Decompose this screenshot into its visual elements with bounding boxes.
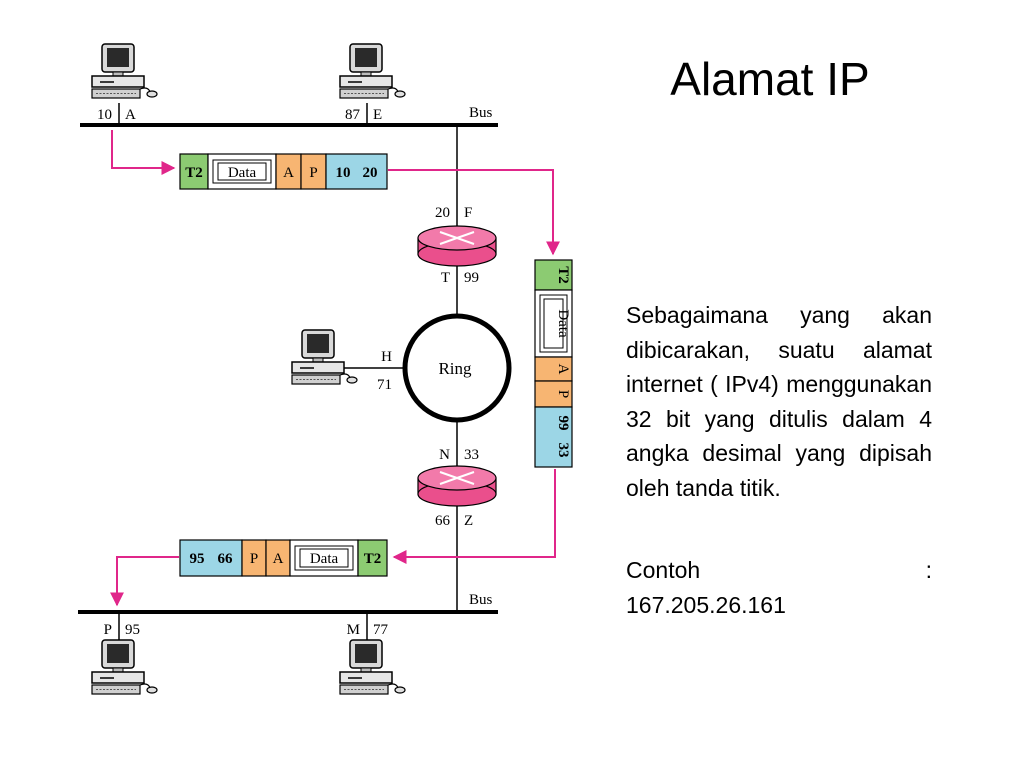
top-bus-label: Bus bbox=[469, 105, 493, 121]
ring-network bbox=[402, 313, 512, 423]
host-m-name: M bbox=[347, 622, 360, 638]
packet-last-p-label: P bbox=[250, 551, 258, 567]
packet-ring-dst-label: 99 bbox=[555, 416, 571, 431]
packet-first: T2 Data A P 10 20 bbox=[179, 153, 388, 190]
router-bottom-upper-address: 33 bbox=[464, 447, 479, 463]
packet-last-a-label: A bbox=[273, 551, 284, 567]
flow-arrow-packet-to-host bbox=[110, 556, 179, 607]
example-separator: : bbox=[925, 557, 932, 583]
computer-h-icon bbox=[291, 329, 358, 385]
host-a-name: A bbox=[125, 107, 136, 123]
host-e-name: E bbox=[373, 107, 382, 123]
packet-first-dst-label: 10 bbox=[336, 165, 351, 181]
router-top-lower-address: 99 bbox=[464, 270, 479, 286]
description-paragraph: Sebagaimana yang akan dibicarakan, suatu… bbox=[626, 302, 932, 501]
example-block: Contoh : 167.205.26.161 bbox=[626, 553, 932, 622]
router-bottom-lower-address: 66 bbox=[435, 513, 451, 529]
packet-last-addresses bbox=[179, 539, 243, 577]
packet-ring-header-a bbox=[534, 356, 573, 382]
flow-arrow-packet-to-ring bbox=[388, 169, 560, 256]
router-top-upper-address: 20 bbox=[435, 205, 450, 221]
router-top-lower-name: T bbox=[441, 270, 450, 286]
example-label: Contoh bbox=[626, 557, 701, 583]
computer-e-icon bbox=[339, 43, 406, 99]
host-h-name: H bbox=[381, 349, 392, 365]
host-m-address: 77 bbox=[373, 622, 389, 638]
packet-first-p-label: P bbox=[309, 165, 317, 181]
host-p-address: 95 bbox=[125, 622, 140, 638]
network-diagram: Ring 10 A 87 E Bus 20 F T 99 H 71 N 33 6… bbox=[78, 43, 573, 695]
packet-ring-trailer-label: T2 bbox=[555, 266, 571, 284]
ring-label: Ring bbox=[438, 359, 472, 378]
packet-last-header-a bbox=[265, 539, 291, 577]
packet-first-src-label: 20 bbox=[363, 165, 378, 181]
computer-a-icon bbox=[91, 43, 158, 99]
packet-ring-header-p bbox=[534, 380, 573, 408]
packet-last-data-label: Data bbox=[310, 551, 339, 567]
router-bottom-upper-name: N bbox=[439, 447, 450, 463]
packet-first-header-p bbox=[300, 153, 327, 190]
example-value: 167.205.26.161 bbox=[626, 591, 786, 618]
computer-m-icon bbox=[339, 639, 406, 695]
packet-first-addresses bbox=[325, 153, 388, 190]
packet-ring-addresses bbox=[534, 406, 573, 468]
host-h-address: 71 bbox=[377, 377, 392, 393]
packet-first-data-label: Data bbox=[228, 165, 257, 181]
packet-last-dst-label: 95 bbox=[190, 551, 205, 567]
packet-last-trailer bbox=[357, 539, 388, 577]
packet-first-trailer-label: T2 bbox=[185, 165, 203, 181]
packet-first-header-a bbox=[275, 153, 302, 190]
router-top bbox=[417, 225, 497, 267]
packet-first-a-label: A bbox=[283, 165, 294, 181]
router-bottom bbox=[417, 465, 497, 507]
router-bottom-lower-name: Z bbox=[464, 513, 473, 529]
packet-ring: T2 Data A P 99 33 bbox=[534, 259, 573, 468]
packet-last: 95 66 P A Data T2 bbox=[179, 539, 388, 577]
router-top-upper-name: F bbox=[464, 205, 472, 221]
packet-ring-a-label: A bbox=[555, 364, 571, 375]
packet-last-header-p bbox=[241, 539, 267, 577]
host-e-address: 87 bbox=[345, 107, 361, 123]
packet-ring-p-label: P bbox=[555, 390, 571, 398]
host-a-address: 10 bbox=[97, 107, 112, 123]
flow-arrow-host-to-packet bbox=[111, 130, 176, 175]
bottom-bus-label: Bus bbox=[469, 592, 493, 608]
flow-arrow-ring-to-packet bbox=[392, 469, 556, 564]
packet-last-trailer-label: T2 bbox=[364, 551, 382, 567]
packet-ring-data-label: Data bbox=[555, 309, 571, 338]
packet-ring-src-label: 33 bbox=[555, 443, 571, 458]
slide-title: Alamat IP bbox=[670, 53, 870, 105]
host-p-name: P bbox=[104, 622, 112, 638]
computer-p-icon bbox=[91, 639, 158, 695]
packet-last-src-label: 66 bbox=[218, 551, 234, 567]
